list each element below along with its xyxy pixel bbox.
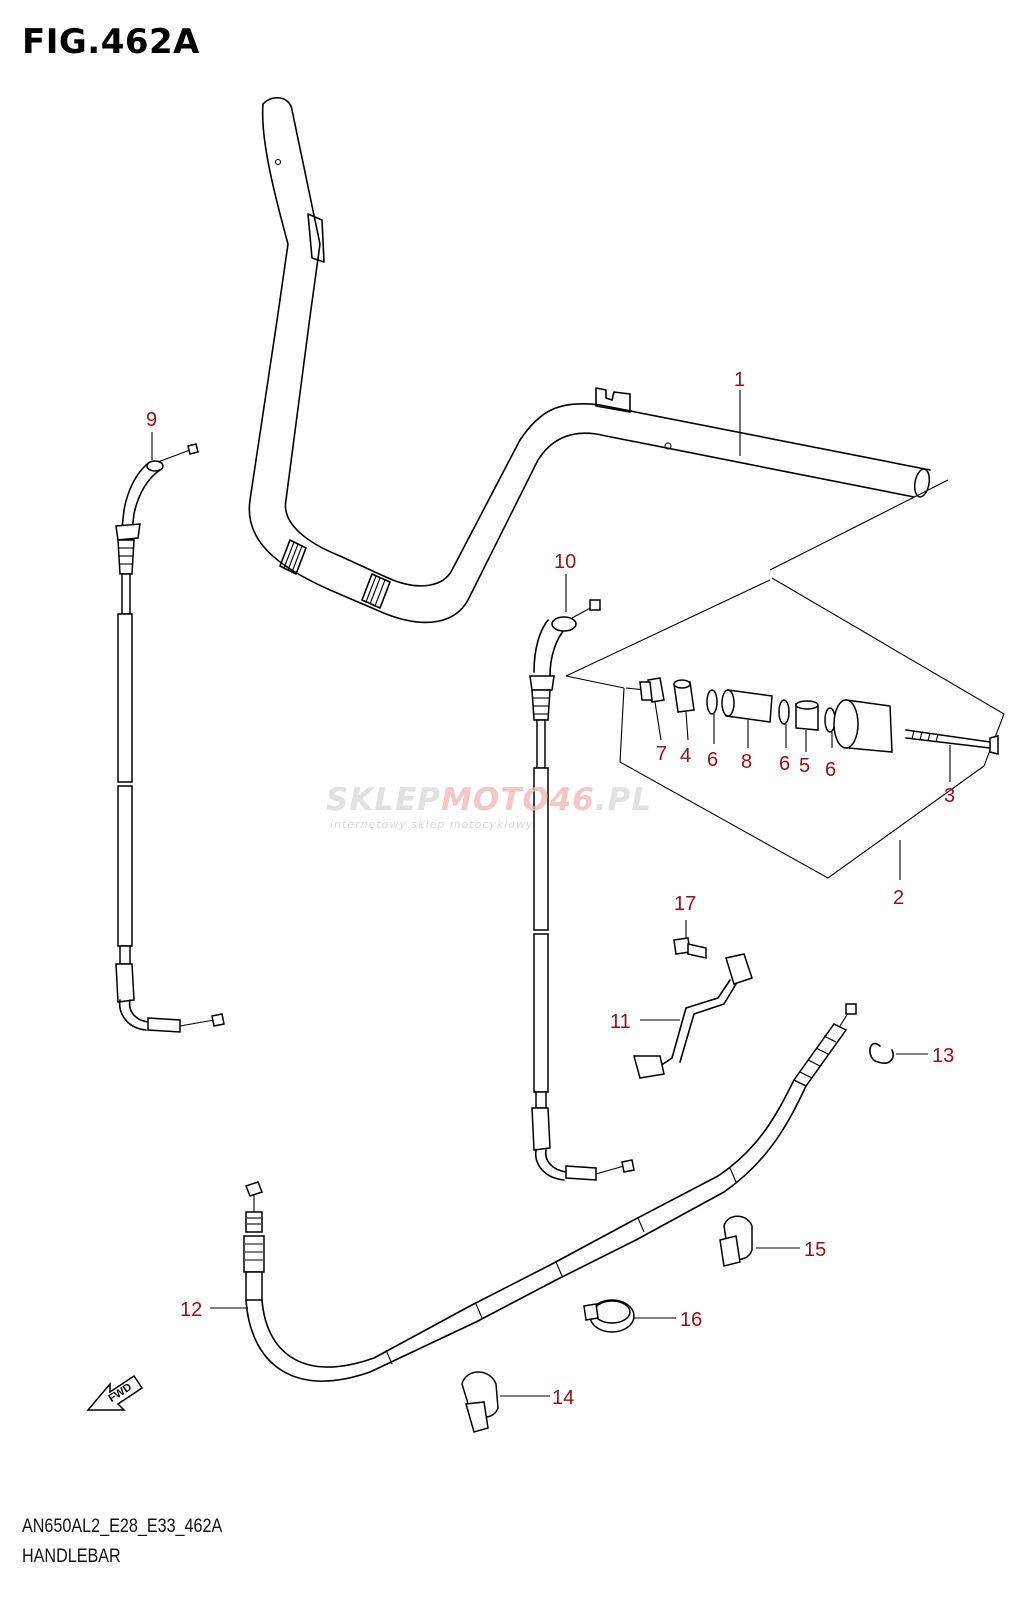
clip-part-13 <box>869 1042 928 1064</box>
watermark-brand-part2: MOTO46 <box>441 782 595 818</box>
callout-11: 11 <box>610 1011 631 1033</box>
knurl-band-right <box>361 573 391 609</box>
watermark-tagline: internetowy sklep motocyklowy <box>330 818 534 831</box>
callout-6a: 6 <box>707 749 718 771</box>
callout-16: 16 <box>680 1309 702 1331</box>
cable-part-9 <box>115 432 225 1033</box>
watermark-brand-part3: .PL <box>594 782 653 818</box>
callout-1: 1 <box>734 369 745 391</box>
callout-7: 7 <box>656 743 667 765</box>
callout-13: 13 <box>932 1045 954 1067</box>
callout-4: 4 <box>680 745 691 767</box>
knurl-band-left <box>279 539 307 575</box>
callout-17: 17 <box>674 893 696 915</box>
clamp-part-15 <box>719 1215 800 1267</box>
bar-end-parts <box>625 677 999 782</box>
figure-title: FIG.462A <box>22 22 200 62</box>
bracket-part-11 <box>633 920 753 1079</box>
holder-part-14 <box>461 1371 550 1433</box>
callout-6c: 6 <box>825 759 836 781</box>
figure-code: AN650AL2_E28_E33_462A <box>22 1516 223 1537</box>
cable-part-10 <box>529 574 635 1181</box>
forward-direction-indicator: FWD <box>86 1374 144 1411</box>
callout-14: 14 <box>552 1387 574 1409</box>
bar-end-assembly-box <box>565 479 1005 880</box>
figure-name: HANDLEBAR <box>22 1546 121 1567</box>
cable-part-12 <box>210 1003 857 1382</box>
callout-15: 15 <box>804 1239 826 1261</box>
callout-10: 10 <box>554 551 576 573</box>
watermark-brand: SKLEPMOTO46.PL <box>326 782 652 818</box>
band-part-16 <box>583 1299 676 1333</box>
watermark-brand-part1: SKLEP <box>326 782 441 818</box>
callout-9: 9 <box>146 409 157 431</box>
callout-2: 2 <box>893 887 904 909</box>
callout-12: 12 <box>180 1299 202 1321</box>
handlebar-part-1 <box>248 97 931 624</box>
callout-5: 5 <box>799 755 810 777</box>
callout-3: 3 <box>944 785 955 807</box>
callout-6b: 6 <box>779 753 790 775</box>
callout-8: 8 <box>741 751 752 773</box>
